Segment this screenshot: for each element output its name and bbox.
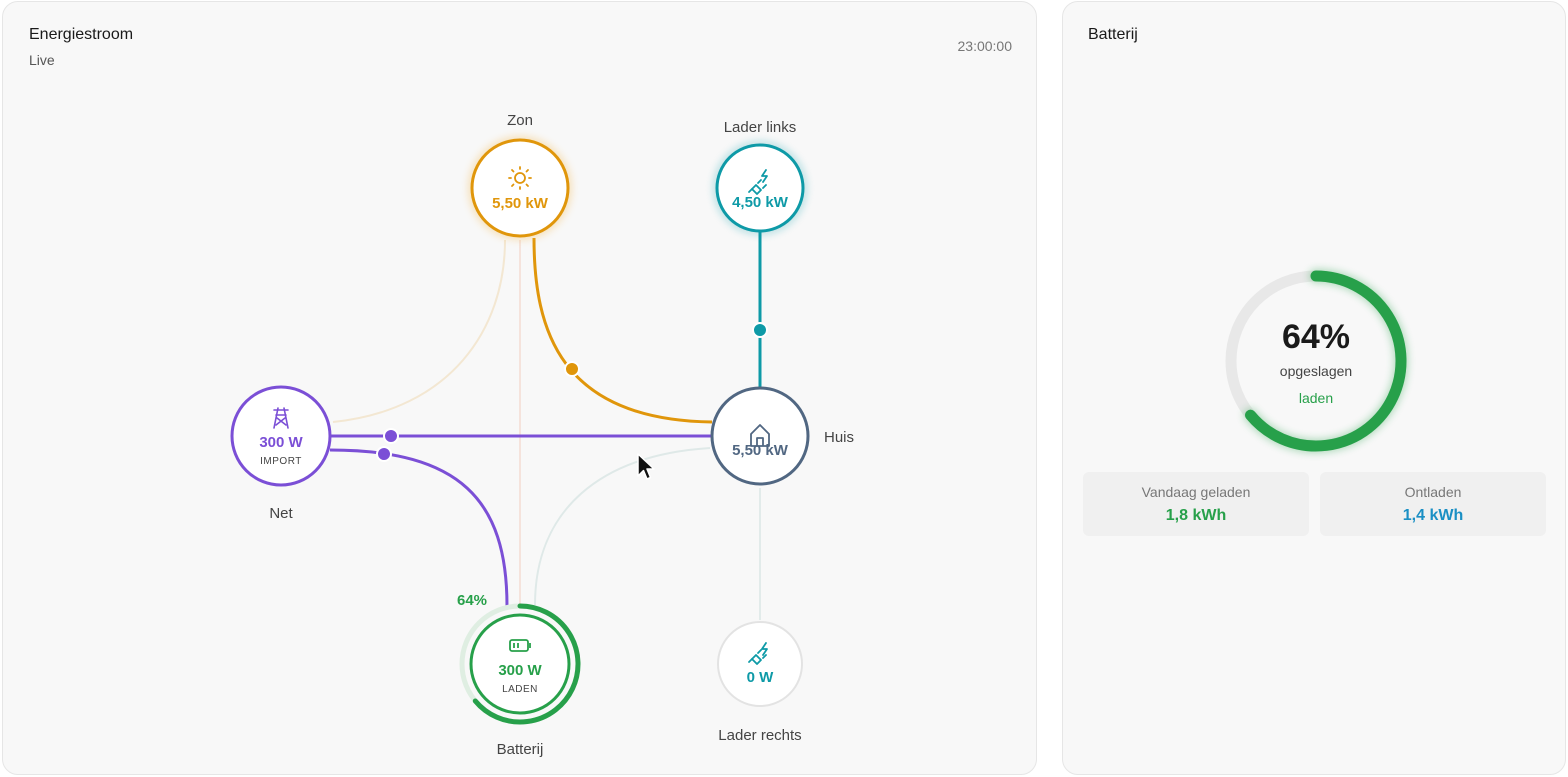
flow-line-battery-home — [534, 447, 711, 606]
solar-label: Zon — [507, 112, 533, 129]
stat-charged-today: Vandaag geladen 1,8 kWh — [1083, 472, 1309, 536]
stat-discharged-label: Ontladen — [1404, 484, 1462, 500]
solar-node[interactable]: 5,50 kW — [468, 136, 572, 240]
flow-subtitle: Live — [29, 52, 55, 68]
flow-line-solar-home — [532, 237, 713, 424]
battery-gauge: 64% opgeslagen laden — [1225, 269, 1408, 453]
flow-timestamp: 23:00:00 — [957, 38, 1013, 54]
charger-right-value: 0 W — [747, 669, 775, 686]
flow-dot-solar-home — [564, 361, 580, 377]
flow-title: Energiestroom — [29, 26, 134, 43]
battery-icon — [509, 639, 531, 652]
grid-label: Net — [269, 505, 293, 522]
ev-plug-icon — [748, 642, 768, 665]
battery-level-arc — [472, 603, 581, 725]
battery-percent: 64% — [457, 592, 487, 609]
sun-icon — [508, 166, 532, 190]
battery-gauge-stored-label: opgeslagen — [1280, 363, 1352, 379]
stat-discharged-value: 1,4 kWh — [1402, 507, 1464, 524]
charger-left-label: Lader links — [724, 119, 797, 136]
battery-card: Batterij 64% opgeslagen laden Vandaag ge… — [1062, 1, 1566, 775]
stat-charged-label: Vandaag geladen — [1141, 484, 1251, 500]
charger-right-node[interactable]: 0 W — [717, 621, 803, 707]
charger-left-value: 4,50 kW — [732, 194, 789, 211]
stat-charged-value: 1,8 kWh — [1165, 507, 1227, 524]
flow-line-grid-battery — [329, 448, 509, 607]
flow-line-solar-grid — [332, 239, 506, 423]
battery-sub: LADEN — [502, 684, 538, 695]
battery-card-title: Batterij — [1088, 26, 1138, 43]
grid-value: 300 W — [259, 434, 303, 451]
power-pylon-icon — [273, 407, 289, 429]
stat-discharged: Ontladen 1,4 kWh — [1320, 472, 1546, 536]
battery-node[interactable]: 300 W LADEN — [459, 603, 581, 725]
home-node[interactable]: 5,50 kW — [710, 386, 810, 486]
grid-sub: IMPORT — [260, 456, 302, 467]
charger-left-node[interactable]: 4,50 kW — [713, 141, 807, 235]
solar-value: 5,50 kW — [492, 195, 549, 212]
home-value: 5,50 kW — [732, 442, 789, 459]
battery-value: 300 W — [498, 662, 542, 679]
ev-plug-icon — [748, 169, 768, 195]
flow-dot-grid-home — [383, 428, 399, 444]
mouse-cursor-icon — [637, 453, 655, 480]
battery-gauge-state: laden — [1299, 390, 1333, 406]
home-icon — [750, 424, 770, 447]
battery-label: Batterij — [497, 741, 544, 758]
home-label: Huis — [824, 429, 854, 446]
charger-right-label: Lader rechts — [718, 727, 801, 744]
flow-dot-home-charger-left — [752, 322, 768, 338]
battery-gauge-percent: 64% — [1282, 318, 1350, 356]
grid-node[interactable]: 300 W IMPORT — [230, 385, 332, 487]
flow-dot-grid-battery — [376, 446, 392, 462]
battery-gauge-arc — [1245, 270, 1407, 452]
